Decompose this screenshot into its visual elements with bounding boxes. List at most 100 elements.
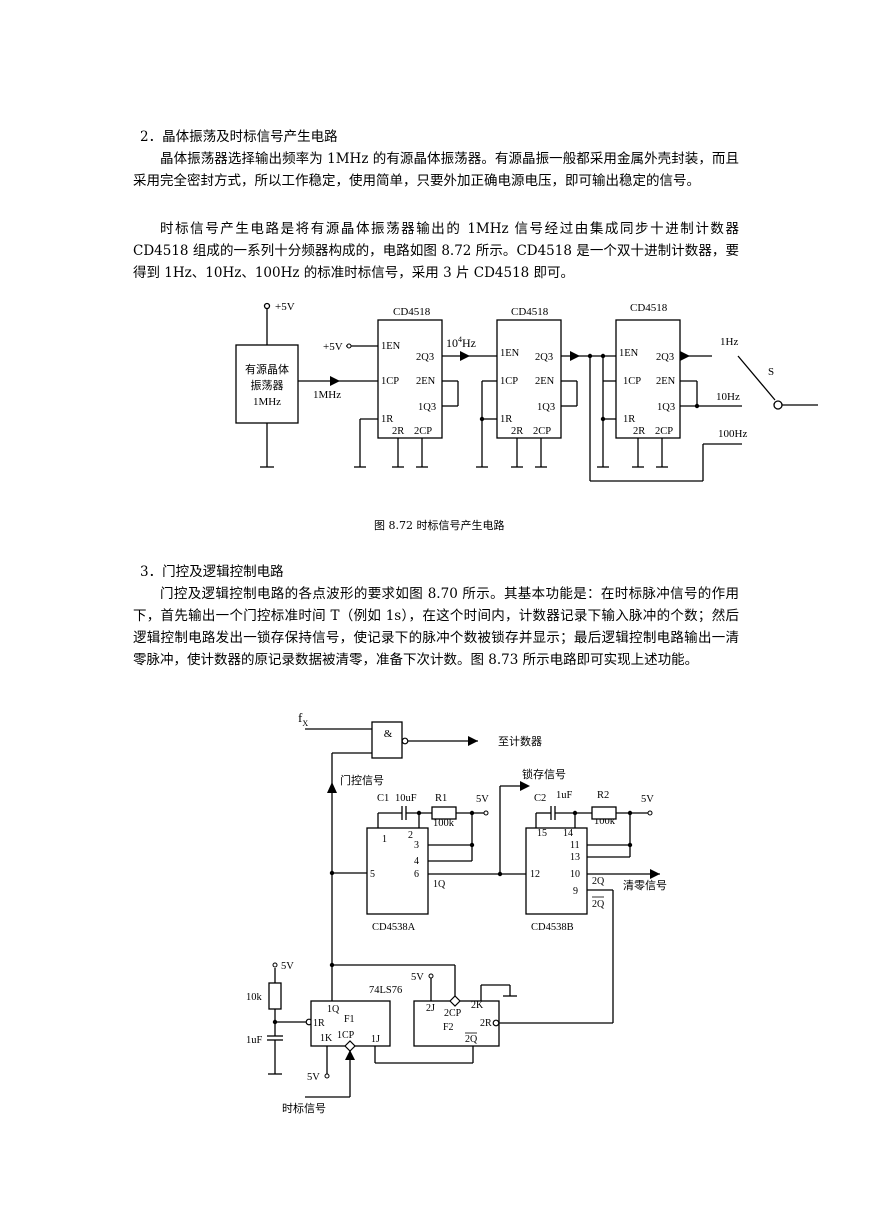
svg-text:CD4518: CD4518	[511, 306, 549, 318]
svg-text:5V: 5V	[411, 972, 424, 983]
svg-text:C2: C2	[534, 793, 546, 804]
svg-text:2J: 2J	[426, 1003, 435, 1014]
svg-text:1R: 1R	[313, 1018, 325, 1029]
resistor-r1	[431, 806, 457, 820]
osc-label-1: 有源晶体	[245, 362, 289, 376]
svg-text:1J: 1J	[371, 1034, 380, 1045]
svg-text:1Q3: 1Q3	[537, 402, 555, 413]
svg-text:F2: F2	[443, 1022, 454, 1033]
cd4518-chip-3	[615, 319, 681, 439]
fx-label: fX	[298, 710, 308, 728]
svg-text:2EN: 2EN	[535, 376, 555, 387]
svg-text:1R: 1R	[623, 414, 635, 425]
svg-text:R1: R1	[435, 793, 447, 804]
freq-10k-label: 104Hz	[446, 335, 476, 350]
figure-8-72-caption: 图 8.72 时标信号产生电路	[374, 519, 505, 532]
paragraph: 时标信号产生电路是将有源晶体振荡器输出的 1MHz 信号经过由集成同步十进制计数…	[133, 221, 739, 281]
flip-flop-f1	[310, 1000, 391, 1047]
osc-out-label: 1MHz	[313, 389, 341, 401]
vcc-label: +5V	[275, 301, 295, 313]
svg-text:2R: 2R	[480, 1018, 492, 1029]
arrow-icon	[345, 1050, 355, 1060]
arrow-icon	[327, 782, 337, 793]
svg-text:74LS76: 74LS76	[369, 985, 402, 996]
svg-text:1R: 1R	[500, 414, 512, 425]
svg-text:13: 13	[570, 852, 580, 863]
svg-text:2Q: 2Q	[465, 1034, 478, 1045]
paragraph: 晶体振荡器选择输出频率为 1MHz 的有源晶体振荡器。有源晶振一般都采用金属外壳…	[133, 151, 739, 189]
cd4518-chip-1	[377, 319, 443, 439]
svg-text:CD4518: CD4518	[630, 302, 668, 314]
svg-text:2R: 2R	[633, 426, 645, 437]
section-3-heading: 3．门控及逻辑控制电路	[140, 564, 284, 580]
svg-text:12: 12	[530, 869, 540, 880]
svg-text:5V: 5V	[476, 794, 489, 805]
latch-signal-label: 锁存信号	[522, 767, 566, 781]
svg-text:100k: 100k	[433, 818, 455, 829]
svg-text:2R: 2R	[392, 426, 404, 437]
svg-text:1EN: 1EN	[619, 348, 639, 359]
cd4538b-chip	[525, 827, 588, 915]
arrow-icon	[330, 376, 340, 386]
svg-text:100k: 100k	[594, 816, 616, 827]
arrow-icon	[460, 351, 470, 361]
svg-text:2CP: 2CP	[655, 426, 673, 437]
svg-text:11: 11	[570, 840, 580, 851]
svg-text:1EN: 1EN	[381, 341, 401, 352]
section-2-heading: 2．晶体振荡及时标信号产生电路	[140, 129, 338, 145]
switch-blade	[737, 355, 776, 401]
svg-text:10: 10	[570, 869, 580, 880]
arrow-icon	[570, 351, 580, 361]
svg-text:6: 6	[414, 869, 419, 880]
resistor-r2	[591, 806, 617, 820]
output-100hz: 100Hz	[718, 428, 747, 440]
svg-text:4: 4	[414, 856, 419, 867]
svg-text:5V: 5V	[641, 794, 654, 805]
oscillator-block	[235, 344, 299, 424]
gate-signal-label: 门控信号	[340, 773, 384, 787]
svg-text:1: 1	[382, 834, 387, 845]
vcc-terminal	[263, 302, 271, 310]
svg-text:1uF: 1uF	[246, 1035, 263, 1046]
svg-text:1EN: 1EN	[500, 348, 520, 359]
svg-text:3: 3	[414, 840, 419, 851]
svg-text:&: &	[384, 728, 393, 740]
paragraph: 门控及逻辑控制电路的各点波形的要求如图 8.70 所示。其基本功能是：在时标脉冲…	[133, 586, 739, 668]
arrow-icon	[680, 351, 690, 361]
svg-text:1CP: 1CP	[500, 376, 518, 387]
osc-label-3: 1MHz	[253, 396, 281, 408]
svg-text:10uF: 10uF	[395, 793, 417, 804]
svg-text:1K: 1K	[320, 1033, 333, 1044]
svg-text:2EN: 2EN	[416, 376, 436, 387]
svg-text:2Q3: 2Q3	[535, 352, 553, 363]
svg-text:2Q: 2Q	[592, 899, 605, 910]
clock-signal-label: 时标信号	[282, 1101, 326, 1115]
svg-text:5V: 5V	[307, 1072, 320, 1083]
clear-signal-label: 清零信号	[623, 879, 667, 892]
cd4538a-chip	[366, 827, 429, 915]
chip1-label: CD4518	[393, 306, 431, 318]
svg-text:2R: 2R	[511, 426, 523, 437]
svg-text:5: 5	[370, 869, 375, 880]
osc-label-2: 振荡器	[251, 378, 284, 392]
en-vcc-label: +5V	[323, 341, 343, 353]
arrow-icon	[468, 736, 478, 746]
svg-text:2CP: 2CP	[533, 426, 551, 437]
svg-text:2K: 2K	[471, 1000, 484, 1011]
output-10hz: 10Hz	[716, 391, 740, 403]
svg-text:R2: R2	[597, 790, 609, 801]
svg-text:2Q3: 2Q3	[416, 352, 434, 363]
arrow-icon	[520, 781, 530, 791]
svg-text:2EN: 2EN	[656, 376, 676, 387]
svg-text:CD4538B: CD4538B	[531, 922, 574, 933]
svg-text:1Q: 1Q	[327, 1004, 340, 1015]
svg-text:2CP: 2CP	[414, 426, 432, 437]
switch-label: S	[768, 366, 774, 378]
arrow-icon	[650, 869, 660, 879]
svg-text:1Q3: 1Q3	[418, 402, 436, 413]
svg-text:15: 15	[537, 828, 547, 839]
svg-text:1uF: 1uF	[556, 790, 573, 801]
svg-text:1CP: 1CP	[381, 376, 399, 387]
svg-text:14: 14	[563, 828, 573, 839]
